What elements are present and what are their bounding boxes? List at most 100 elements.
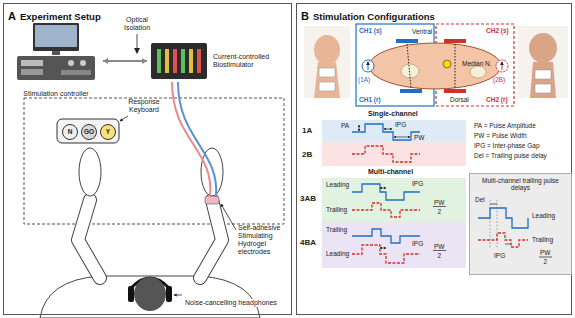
label-slot: PW [414, 134, 424, 141]
rect-shape [444, 89, 466, 93]
figure-label: PA = Pulse Amplitude [474, 122, 536, 129]
figure-label: PA [341, 122, 349, 129]
line-shape [433, 250, 446, 251]
path-shape [530, 62, 556, 98]
figure-label: CH2 (s) [486, 27, 509, 34]
label-slot: Self-adhesive Stimulating Hydrogel elect… [238, 224, 290, 256]
label-slot: IPG = Inter-phase Gap [474, 142, 540, 149]
figure-label: Leading [326, 181, 349, 188]
path-shape [352, 146, 420, 162]
label-slot: 2 [544, 258, 548, 265]
line-shape [433, 206, 446, 207]
path-shape [200, 200, 222, 278]
label-slot: CH1 (r) [359, 96, 381, 103]
label-slot: 4BA [300, 238, 316, 247]
path-shape [178, 82, 216, 197]
ellipse-shape [134, 277, 166, 311]
path-shape [172, 82, 210, 197]
figure-label: PW [414, 134, 424, 141]
figure-label: Trailing [326, 226, 347, 233]
figure-label: Trailing [532, 236, 553, 243]
rect-shape [128, 286, 134, 302]
rect-shape [52, 51, 60, 55]
line-shape [359, 125, 360, 131]
isolation-link [103, 58, 147, 64]
rect-shape [535, 84, 551, 93]
label-slot: Dorsal [450, 96, 469, 103]
ellipse-shape [401, 64, 419, 78]
figure-label: Noise-cancelling headphones [184, 299, 278, 307]
panel-header: B Stimulation Configurations [301, 6, 439, 24]
path-shape [78, 200, 100, 278]
figure-label: 2B [302, 150, 312, 159]
line-shape [455, 44, 456, 88]
circle-shape [362, 60, 374, 72]
ellipse-shape [369, 43, 501, 89]
ellipse-shape [314, 35, 340, 65]
figure-label: Response Keyboard [122, 98, 166, 114]
figure-label: IPG = Inter-phase Gap [474, 142, 540, 149]
label-slot: CH1 (s) [359, 27, 382, 34]
path-shape [352, 245, 420, 263]
line-shape [136, 34, 138, 53]
label-slot: Del = Trailing pulse delay [474, 152, 547, 159]
label-slot: Ventral [412, 28, 432, 35]
label-slot: Optical Isolation [114, 16, 160, 32]
rect-shape [197, 49, 201, 73]
biostimulator-device: Current-controlled Biostimulator [149, 39, 291, 83]
figure-label: PW [434, 243, 444, 250]
key-label: Y [106, 129, 110, 136]
rect-shape [304, 26, 350, 98]
circle-shape [80, 60, 86, 66]
arrow-head [142, 58, 147, 64]
label-slot: PW [540, 249, 550, 256]
figure-label: 2 [438, 252, 442, 259]
label-slot: PW [434, 243, 444, 250]
figure-label: Optical Isolation [114, 16, 160, 32]
device-caption: Stimulation controller [11, 90, 101, 98]
panel-title: Stimulation Configurations [313, 11, 435, 22]
rect-shape [319, 68, 335, 77]
controller-device: Stimulation controller [11, 21, 101, 99]
inset-box: Multi-channel trailing pulse delays [469, 173, 572, 275]
rect-shape [322, 142, 466, 166]
label-slot: IPG [494, 252, 505, 259]
label-slot: Response Keyboard [122, 98, 166, 114]
circle-shape [68, 60, 74, 66]
line-shape [384, 129, 392, 130]
figure-label: PW [434, 199, 444, 206]
response-key: GO [81, 124, 97, 140]
figure-label: Single-channel [368, 110, 418, 118]
figure-label: 3AB [300, 194, 316, 203]
device-label: Stimulation controller [11, 90, 101, 98]
rect-shape [319, 82, 335, 91]
figure-label: PW = Pulse Width [474, 132, 527, 139]
figure-label: CH1 (s) [359, 27, 382, 34]
figure-label: 4BA [300, 238, 316, 247]
rect-shape [165, 49, 169, 73]
path-shape [40, 276, 260, 318]
label-slot: 2 [438, 252, 442, 259]
label-slot: Noise-cancelling headphones [184, 291, 278, 309]
figure-label: CH1 (r) [359, 96, 381, 103]
circle-shape [443, 60, 451, 68]
rect-shape [173, 49, 177, 73]
label-slot: Trailing [532, 236, 553, 243]
label-slot: 3AB [300, 194, 316, 203]
rect-shape [21, 69, 43, 75]
link-line [103, 60, 147, 62]
inset-title: Multi-channel trailing pulse delays [473, 177, 568, 192]
rect-shape [57, 119, 119, 143]
label-slot: Leading [326, 250, 349, 257]
label-slot: Multi-channel [368, 168, 413, 176]
panel-letter: B [301, 10, 309, 22]
panel-title: Experiment Setup [20, 11, 101, 22]
figure-label: Leading [532, 212, 555, 219]
rect-shape [24, 98, 284, 224]
figure-label: 1A [302, 126, 312, 135]
panel-letter: A [8, 10, 16, 22]
rect-shape [33, 23, 79, 51]
rect-shape [166, 286, 172, 302]
rect-shape [151, 43, 207, 79]
